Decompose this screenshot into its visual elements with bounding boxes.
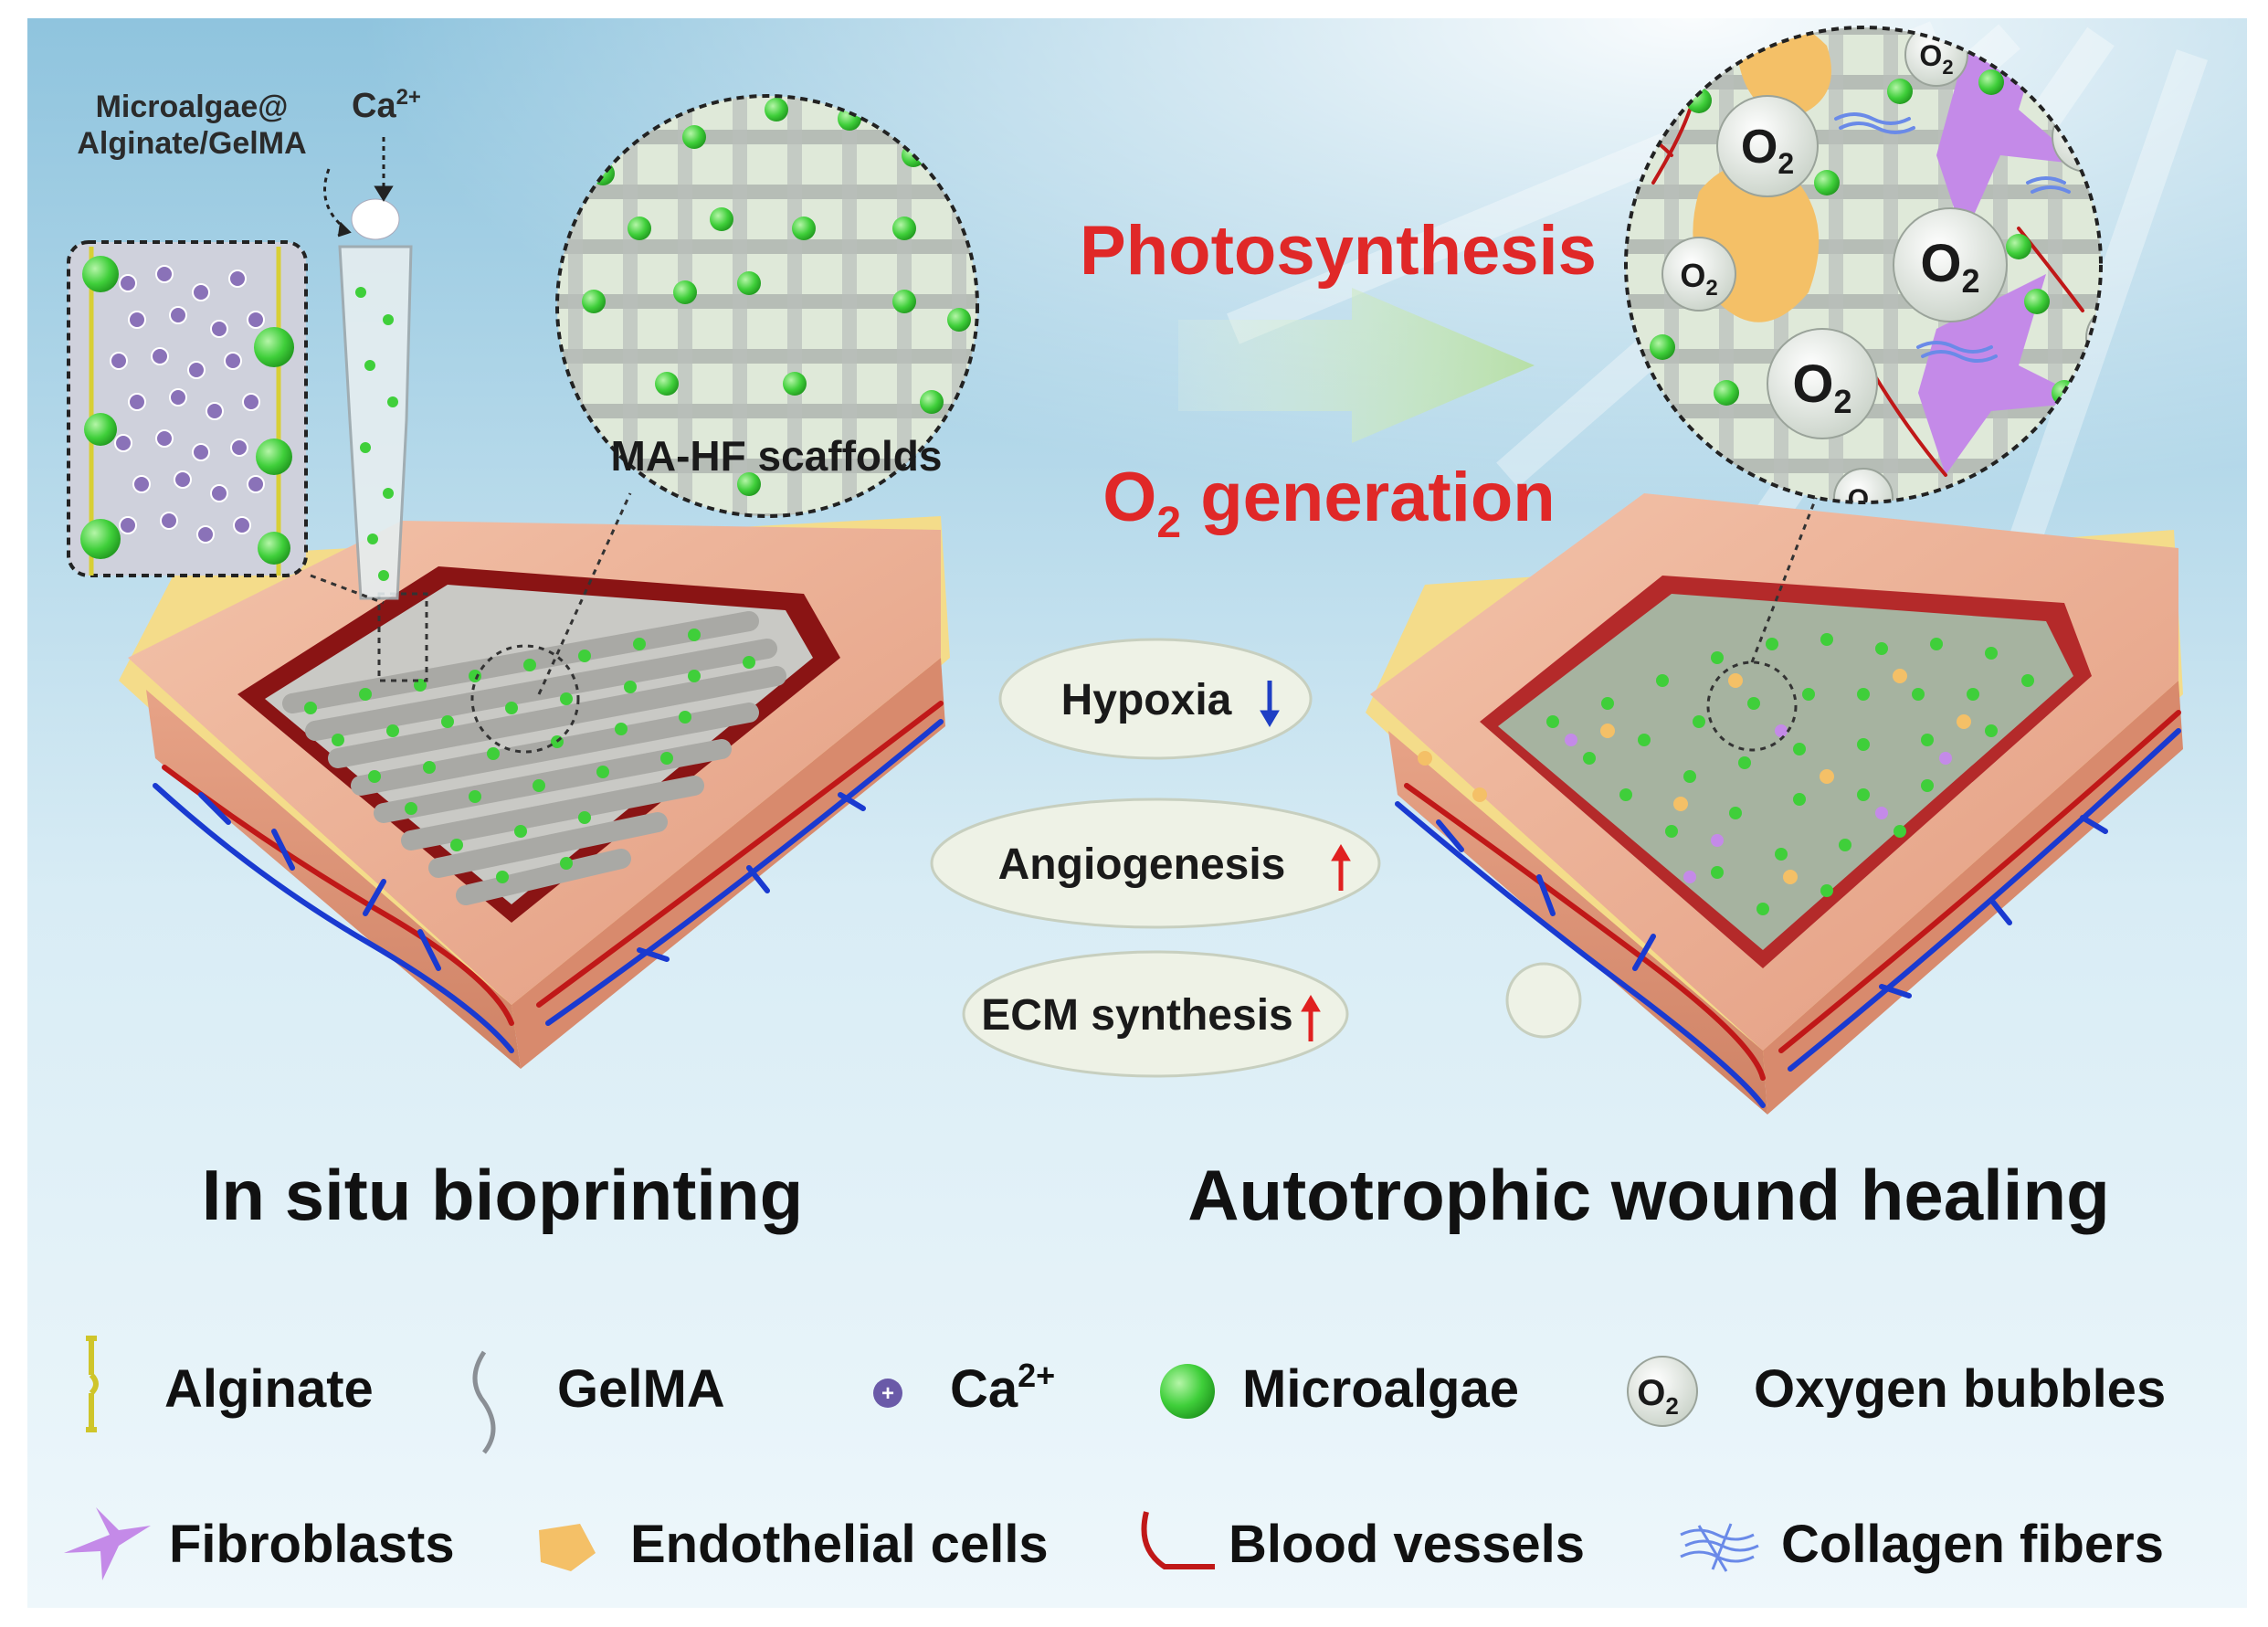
crosslinker-arrow bbox=[374, 137, 394, 202]
legend-microalgae: Microalgae bbox=[1242, 1359, 1519, 1419]
legend-fibroblasts: Fibroblasts bbox=[169, 1515, 455, 1574]
legend-oxygen-bubble-icon: O2 bbox=[1627, 1356, 1698, 1427]
svg-text:O2: O2 bbox=[1680, 257, 1717, 301]
legend-alginate: Alginate bbox=[164, 1359, 374, 1419]
ink-label-line2: Alginate/GelMA bbox=[77, 126, 306, 161]
svg-text:O2: O2 bbox=[1637, 1373, 1679, 1420]
svg-text:+: + bbox=[881, 1381, 894, 1406]
crosslinker-label: Ca2+ bbox=[352, 85, 421, 125]
effect-hypoxia: Hypoxia bbox=[1061, 676, 1232, 724]
legend-gelma: GelMA bbox=[557, 1359, 725, 1419]
process-arrow bbox=[1178, 288, 1535, 443]
effect-ecm-arrow-up bbox=[1301, 995, 1321, 1041]
ink-pointer bbox=[323, 168, 352, 238]
left-skin-block bbox=[119, 516, 950, 1069]
legend-collagen-icon bbox=[1680, 1523, 1759, 1572]
right-panel-title: Autotrophic wound healing bbox=[1187, 1155, 2110, 1235]
legend-fibroblast-icon bbox=[64, 1507, 151, 1580]
ink-label-line1: Microalgae@ bbox=[96, 90, 289, 124]
left-wound-algae bbox=[304, 629, 755, 883]
printing-nozzle bbox=[338, 198, 413, 600]
legend-oxygen-bubbles: Oxygen bubbles bbox=[1754, 1359, 2166, 1419]
right-skin-block bbox=[1366, 492, 2183, 1115]
effect-angiogenesis-arrow-up bbox=[1331, 844, 1351, 891]
legend-ca-icon: + bbox=[873, 1379, 902, 1408]
svg-text:O2: O2 bbox=[1919, 39, 1953, 79]
right-wound-algae bbox=[1546, 633, 2034, 915]
legend-collagen-fibers: Collagen fibers bbox=[1781, 1515, 2164, 1574]
effect-angiogenesis: Angiogenesis bbox=[998, 840, 1286, 889]
ink-detail-box bbox=[67, 240, 308, 577]
left-zoom-circle bbox=[310, 94, 979, 695]
legend-endothelial-icon bbox=[539, 1524, 596, 1571]
right-zoom-circle: O2 O2 O2 O2 O2 O2 O2 O2 bbox=[1624, 26, 2103, 504]
effect-bubbles bbox=[930, 638, 1678, 1078]
left-panel-title: In situ bioprinting bbox=[202, 1155, 804, 1235]
legend: Alginate GelMA + Ca2+ Microalgae O2 Oxyg… bbox=[64, 1336, 2166, 1580]
legend-gelma-icon bbox=[472, 1350, 496, 1454]
zoom-label: MA-HF scaffolds bbox=[611, 432, 943, 480]
process-o2-generation: O2 generation bbox=[1102, 459, 1555, 547]
effect-ecm-synthesis: ECM synthesis bbox=[981, 991, 1292, 1040]
effect-hypoxia-arrow-down bbox=[1260, 681, 1280, 727]
svg-text:O2: O2 bbox=[1792, 354, 1851, 420]
legend-blood-vessel-icon bbox=[1141, 1511, 1215, 1569]
legend-blood-vessels: Blood vessels bbox=[1229, 1515, 1585, 1574]
legend-endothelial-cells: Endothelial cells bbox=[630, 1515, 1049, 1574]
svg-text:O2: O2 bbox=[1741, 121, 1794, 180]
legend-alginate-icon bbox=[86, 1336, 99, 1432]
svg-text:O2: O2 bbox=[1920, 234, 1979, 300]
legend-microalgae-icon bbox=[1160, 1364, 1215, 1419]
process-photosynthesis: Photosynthesis bbox=[1080, 212, 1597, 290]
legend-ca: Ca2+ bbox=[950, 1357, 1055, 1419]
